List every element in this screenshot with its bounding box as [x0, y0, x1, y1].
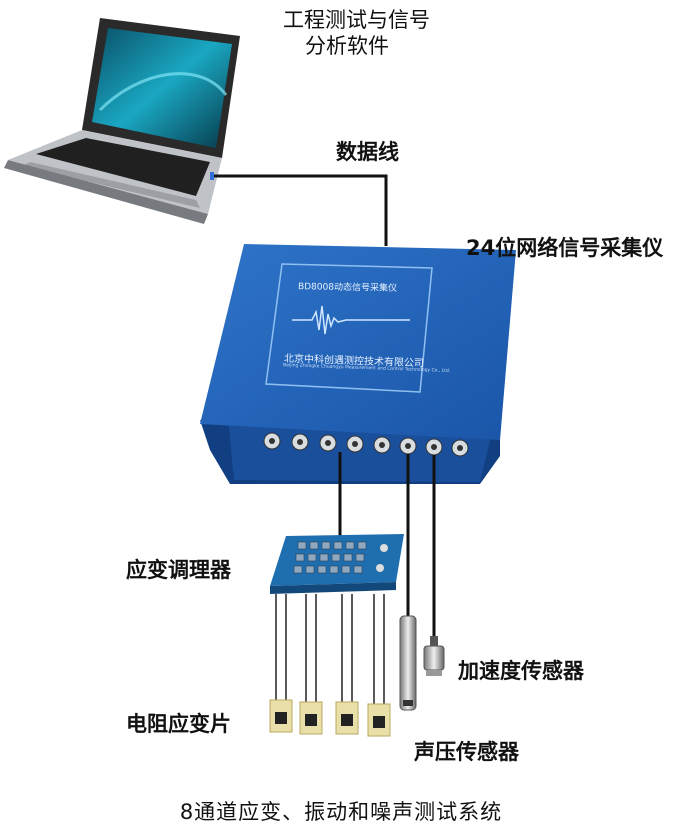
laptop-icon: [4, 18, 240, 224]
strain-gauge-wires: [275, 594, 385, 704]
microphone-icon: [399, 615, 417, 711]
accelerometer-icon: [423, 636, 445, 676]
device-model-text: BD8008动态信号采集仪: [297, 282, 398, 294]
conditioner-label: 应变调理器: [126, 558, 231, 582]
software-label-line2: 分析软件: [305, 34, 389, 58]
cable-label: 数据线: [336, 140, 399, 164]
acquisition-label: 24位网络信号采集仪: [466, 236, 664, 260]
diagram-caption: 8通道应变、振动和噪声测试系统: [179, 800, 503, 824]
software-label-line1: 工程测试与信号: [283, 8, 430, 32]
strain-gauge-label: 电阻应变片: [126, 712, 231, 736]
data-cable: [214, 174, 388, 246]
strain-gauges: [269, 699, 391, 737]
connector-row: [263, 432, 469, 457]
acquisition-device: [200, 244, 516, 484]
sound-sensor-label: 声压传感器: [414, 740, 519, 764]
accelerometer-label: 加速度传感器: [458, 659, 584, 683]
strain-conditioner: [270, 534, 404, 594]
